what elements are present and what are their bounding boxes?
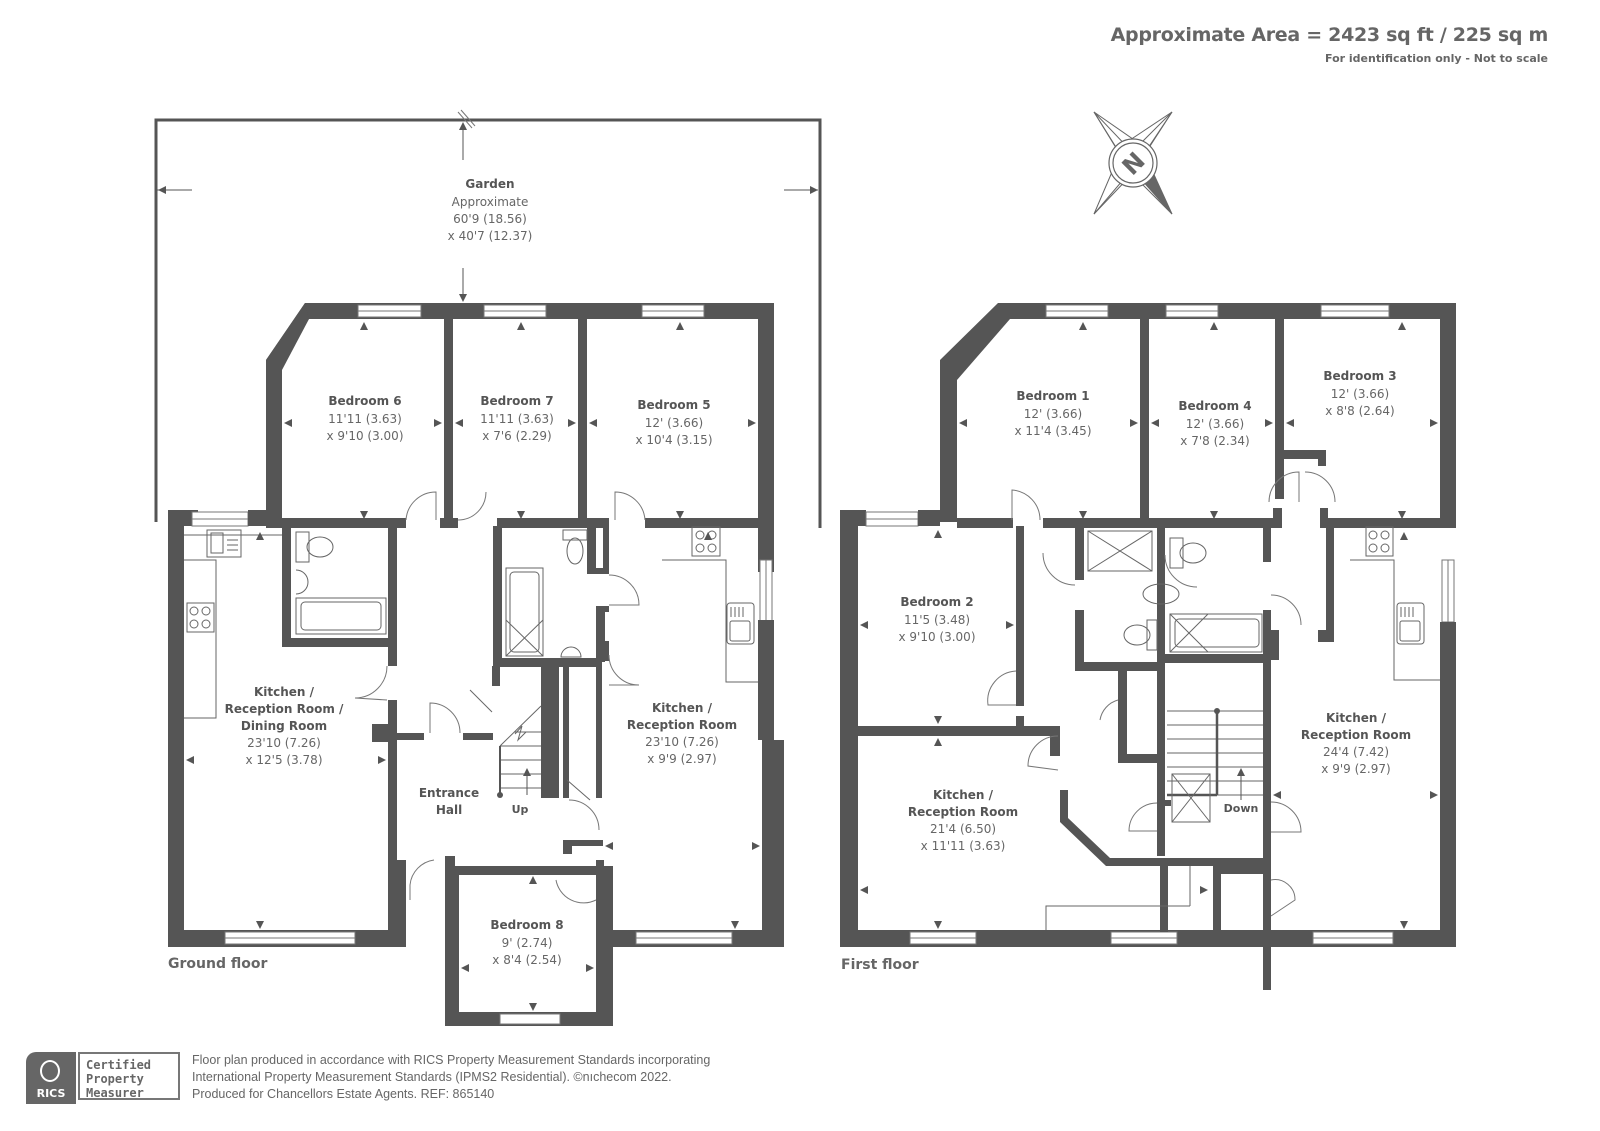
svg-text:Hall: Hall [436,803,462,817]
svg-text:Bedroom 4: Bedroom 4 [1178,399,1251,413]
stairs-up-label: Up [512,803,529,816]
ground-stairs [497,705,542,798]
svg-text:9' (2.74): 9' (2.74) [502,936,553,950]
garden-label: Garden [465,177,514,191]
first-floor-plan: Bedroom 1 12' (3.66) x 11'4 (3.45) Bedro… [840,303,1456,990]
svg-text:x 9'10 (3.00): x 9'10 (3.00) [326,429,403,443]
svg-text:23'10 (7.26): 23'10 (7.26) [645,735,719,749]
room-bedroom-7: Bedroom 7 11'11 (3.63) x 7'6 (2.29) [480,394,554,443]
footer-line-2: International Property Measurement Stand… [192,1070,672,1084]
room-kitchen-reception: Kitchen / Reception Room 23'10 (7.26) x … [627,701,737,766]
room-kitchen-reception-right: Kitchen / Reception Room 24'4 (7.42) x 9… [1301,711,1411,776]
room-bedroom-4: Bedroom 4 12' (3.66) x 7'8 (2.34) [1178,399,1251,448]
rics-badge-text: RICS [36,1087,66,1100]
room-bedroom-1: Bedroom 1 12' (3.66) x 11'4 (3.45) [1014,389,1091,438]
svg-text:Reception Room: Reception Room [908,805,1018,819]
svg-text:Reception Room: Reception Room [1301,728,1411,742]
svg-text:21'4 (6.50): 21'4 (6.50) [930,822,996,836]
svg-text:x 10'4 (3.15): x 10'4 (3.15) [635,433,712,447]
svg-text:23'10 (7.26): 23'10 (7.26) [247,736,321,750]
svg-text:Reception Room /: Reception Room / [225,702,344,716]
area-header: Approximate Area = 2423 sq ft / 225 sq m… [1110,24,1549,65]
rics-lion-icon [40,1060,60,1082]
svg-text:12' (3.66): 12' (3.66) [1024,407,1082,421]
svg-text:Entrance: Entrance [419,786,479,800]
svg-text:x 7'6 (2.29): x 7'6 (2.29) [482,429,551,443]
svg-text:x 8'8 (2.64): x 8'8 (2.64) [1325,404,1394,418]
svg-text:Bedroom 2: Bedroom 2 [900,595,973,609]
svg-text:x 8'4 (2.54): x 8'4 (2.54) [492,953,561,967]
room-kitchen-reception-dining: Kitchen / Reception Room / Dining Room 2… [225,685,344,767]
svg-text:Bedroom 8: Bedroom 8 [490,918,563,932]
first-floor-label: First floor [841,957,919,973]
compass-rose-icon: N [1093,111,1173,215]
svg-text:Reception Room: Reception Room [627,718,737,732]
svg-text:12' (3.66): 12' (3.66) [1331,387,1389,401]
svg-text:11'11 (3.63): 11'11 (3.63) [328,412,402,426]
svg-text:11'5 (3.48): 11'5 (3.48) [904,613,970,627]
svg-text:Kitchen /: Kitchen / [1326,711,1387,725]
svg-text:x 12'5 (3.78): x 12'5 (3.78) [245,753,322,767]
svg-text:24'4 (7.42): 24'4 (7.42) [1323,745,1389,759]
svg-text:Dining Room: Dining Room [241,719,327,733]
garden-approximate: Approximate [452,195,529,209]
room-bedroom-6: Bedroom 6 11'11 (3.63) x 9'10 (3.00) [326,394,403,443]
footer: RICS Certified Property Measurer Floor p… [26,1052,710,1104]
svg-text:x 9'10 (3.00): x 9'10 (3.00) [898,630,975,644]
ground-floor-label: Ground floor [168,956,267,972]
svg-text:Bedroom 6: Bedroom 6 [328,394,401,408]
svg-text:Bedroom 5: Bedroom 5 [637,398,710,412]
footer-line-3: Produced for Chancellors Estate Agents. … [192,1087,495,1101]
svg-text:11'11 (3.63): 11'11 (3.63) [480,412,554,426]
rics-logo: RICS [26,1052,76,1104]
svg-text:Bedroom 3: Bedroom 3 [1323,369,1396,383]
garden-dim-1: 60'9 (18.56) [453,212,527,226]
svg-text:x 9'9 (2.97): x 9'9 (2.97) [1321,762,1390,776]
stairs-down-label: Down [1224,802,1259,815]
room-bedroom-5: Bedroom 5 12' (3.66) x 10'4 (3.15) [635,398,712,447]
footer-disclaimer: Floor plan produced in accordance with R… [192,1052,710,1103]
svg-text:x 11'4 (3.45): x 11'4 (3.45) [1014,424,1091,438]
svg-text:12' (3.66): 12' (3.66) [645,416,703,430]
identification-disclaimer: For identification only - Not to scale [1325,52,1548,65]
svg-text:x 7'8 (2.34): x 7'8 (2.34) [1180,434,1249,448]
svg-text:Bedroom 7: Bedroom 7 [480,394,553,408]
room-bedroom-3: Bedroom 3 12' (3.66) x 8'8 (2.64) [1323,369,1396,418]
first-floor-stairs [1167,708,1263,823]
certified-property-measurer-badge: Certified Property Measurer [78,1052,180,1100]
ground-floor-plan: Bedroom 6 11'11 (3.63) x 9'10 (3.00) Bed… [168,303,784,1026]
footer-line-1: Floor plan produced in accordance with R… [192,1053,711,1067]
svg-text:x 11'11 (3.63): x 11'11 (3.63) [921,839,1006,853]
garden-area: Garden Approximate 60'9 (18.56) x 40'7 (… [154,109,822,528]
svg-text:Kitchen /: Kitchen / [254,685,315,699]
room-kitchen-reception-left: Kitchen / Reception Room 21'4 (6.50) x 1… [908,788,1018,853]
svg-text:Kitchen /: Kitchen / [652,701,713,715]
svg-text:Kitchen /: Kitchen / [933,788,994,802]
svg-text:x 9'9 (2.97): x 9'9 (2.97) [647,752,716,766]
garden-dim-2: x 40'7 (12.37) [448,229,533,243]
room-bedroom-8: Bedroom 8 9' (2.74) x 8'4 (2.54) [490,918,563,967]
approximate-area-title: Approximate Area = 2423 sq ft / 225 sq m [1110,24,1549,46]
svg-text:12' (3.66): 12' (3.66) [1186,417,1244,431]
room-entrance-hall: Entrance Hall [419,786,479,817]
room-bedroom-2: Bedroom 2 11'5 (3.48) x 9'10 (3.00) [898,595,975,644]
svg-text:Bedroom 1: Bedroom 1 [1016,389,1089,403]
